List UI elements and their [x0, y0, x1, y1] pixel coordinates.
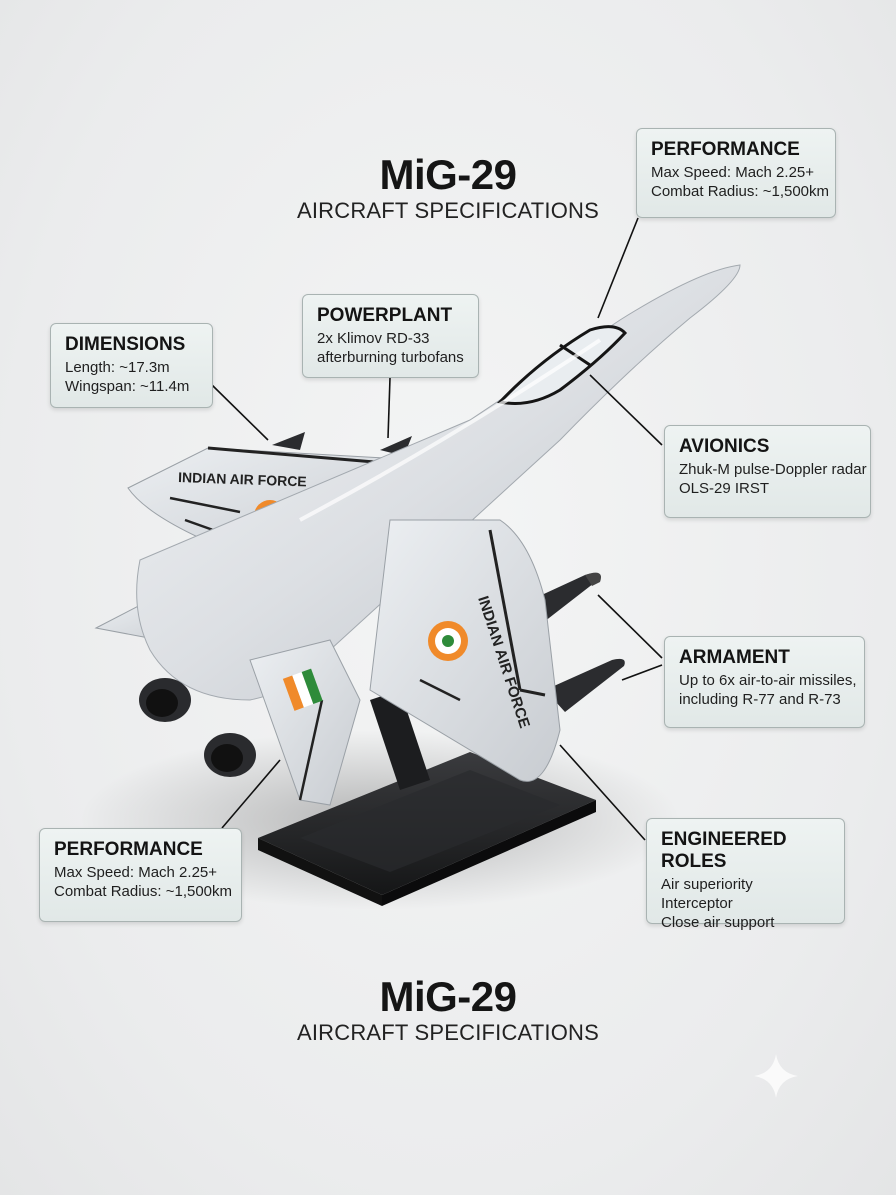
card-line: Max Speed: Mach 2.25+ — [651, 164, 815, 181]
footer-subtitle: AIRCRAFT SPECIFICATIONS — [296, 1020, 600, 1045]
stabilizer-right — [249, 639, 361, 806]
card-line: Max Speed: Mach 2.25+ — [54, 864, 218, 881]
card-title: AVIONICS — [679, 436, 770, 457]
card-line: Up to 6x air-to-air missiles, — [679, 672, 857, 689]
card-line: afterburning turbofans — [317, 349, 464, 366]
footer-title: MiG-29 — [379, 973, 517, 1020]
right-wing: INDIAN AIR FORCE — [369, 519, 561, 782]
card-avionics: AVIONICS Zhuk-M pulse-Doppler radar OLS-… — [664, 425, 871, 518]
leader-lines — [211, 217, 663, 841]
indian-flag — [282, 668, 323, 711]
card-line: Combat Radius: ~1,500km — [54, 883, 233, 900]
card-line: Interceptor — [661, 895, 733, 912]
card-powerplant: POWERPLANT 2x Klimov RD-33 afterburning … — [302, 294, 479, 378]
card-line: Close air support — [661, 914, 775, 931]
page-title: MiG-29 — [379, 151, 517, 198]
card-line: Zhuk-M pulse-Doppler radar — [679, 461, 867, 478]
card-line: 2x Klimov RD-33 — [317, 330, 430, 347]
card-title: DIMENSIONS — [65, 334, 186, 355]
card-line: including R-77 and R-73 — [679, 691, 841, 708]
card-engineered-roles: ENGINEERED ROLES Air superiority Interce… — [646, 818, 845, 931]
footer-title-block: MiG-29 AIRCRAFT SPECIFICATIONS — [248, 974, 648, 1046]
sparkle-icon — [754, 1054, 798, 1098]
card-title: PERFORMANCE — [651, 139, 800, 160]
card-line: OLS-29 IRST — [679, 480, 770, 497]
left-wing-text: INDIAN AIR FORCE — [178, 469, 307, 489]
card-title: ENGINEERED ROLES — [661, 829, 787, 872]
card-dimensions: DIMENSIONS Length: ~17.3m Wingspan: ~11.… — [50, 323, 213, 408]
header-title-block: MiG-29 AIRCRAFT SPECIFICATIONS — [248, 152, 648, 224]
page-subtitle: AIRCRAFT SPECIFICATIONS — [296, 198, 600, 223]
card-line: Length: ~17.3m — [65, 359, 170, 376]
card-line: Air superiority — [661, 876, 753, 893]
display-stand — [258, 690, 596, 906]
card-line: Combat Radius: ~1,500km — [651, 183, 830, 200]
card-title: ARMAMENT — [679, 647, 790, 668]
missile-lower — [545, 658, 625, 712]
card-performance-bottom: PERFORMANCE Max Speed: Mach 2.25+ Combat… — [39, 828, 242, 922]
right-roundel-inner — [442, 635, 454, 647]
fuselage — [136, 264, 741, 701]
card-title: PERFORMANCE — [54, 839, 203, 860]
card-line: Wingspan: ~11.4m — [65, 378, 190, 395]
engine-nozzles — [139, 678, 256, 777]
tail-fin-left — [272, 432, 305, 450]
card-armament: ARMAMENT Up to 6x air-to-air missiles, i… — [664, 636, 865, 728]
card-title: POWERPLANT — [317, 305, 453, 326]
card-performance-top: PERFORMANCE Max Speed: Mach 2.25+ Combat… — [636, 128, 836, 218]
